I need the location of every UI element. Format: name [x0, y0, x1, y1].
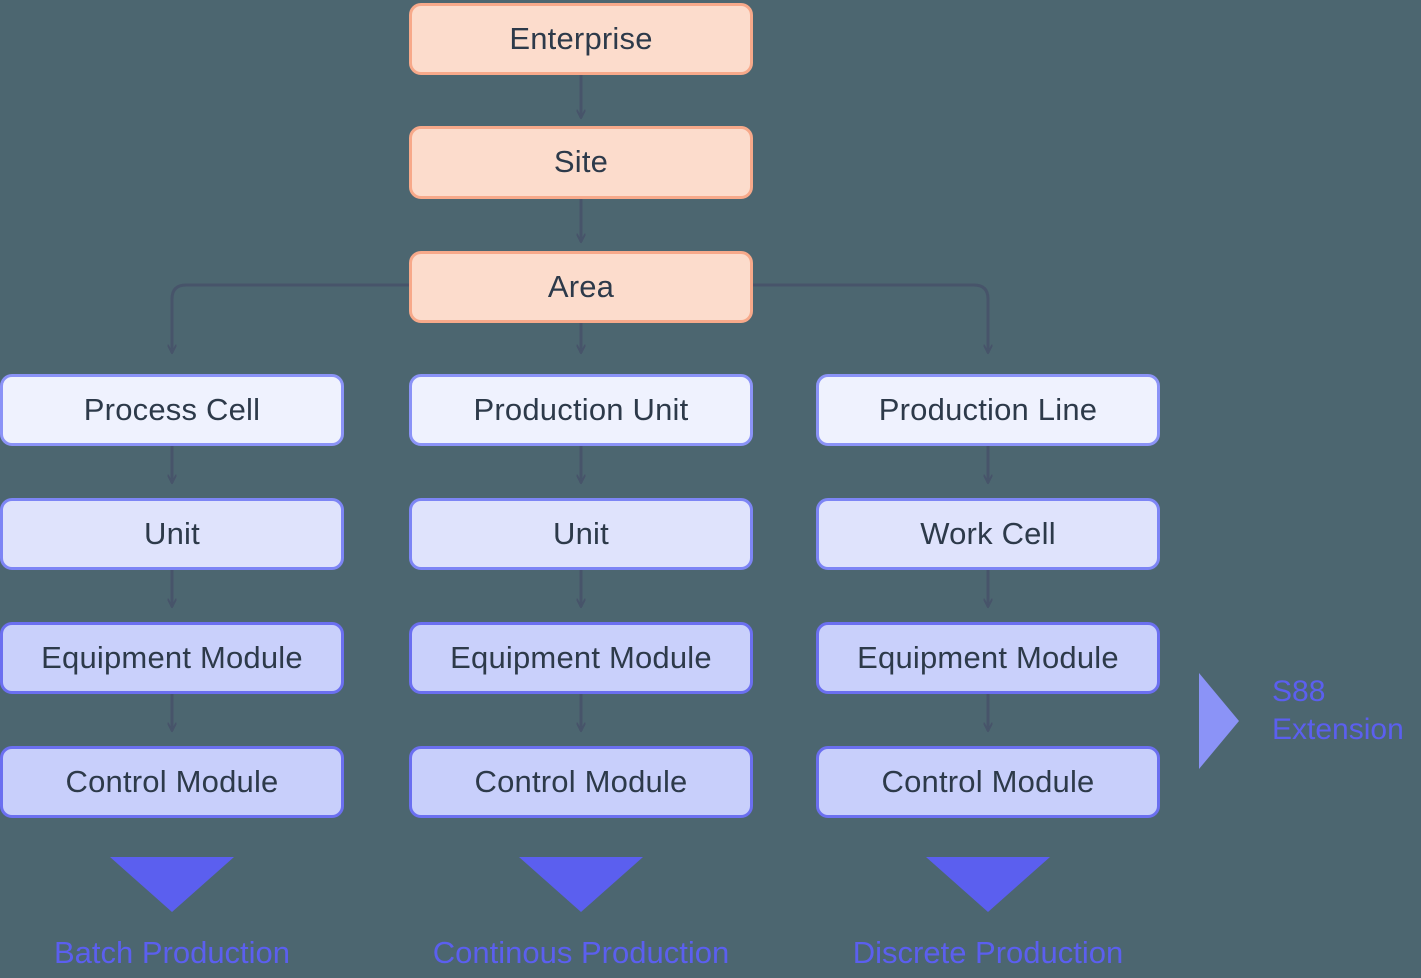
connector-area-process-cell	[172, 283, 409, 353]
node-batch-control-module-label: Control Module	[65, 763, 279, 799]
node-continuous-unit[interactable]: Unit	[409, 498, 753, 570]
node-enterprise[interactable]: Enterprise	[409, 3, 753, 75]
node-batch-control-module[interactable]: Control Module	[0, 746, 344, 818]
continuous-production-label: Continous Production	[432, 935, 730, 970]
node-enterprise-label: Enterprise	[509, 20, 653, 56]
node-continuous-control-module-label: Control Module	[474, 763, 688, 799]
node-production-line[interactable]: Production Line	[816, 374, 1160, 446]
node-continuous-control-module[interactable]: Control Module	[409, 746, 753, 818]
node-process-cell[interactable]: Process Cell	[0, 374, 344, 446]
node-continuous-equipment-module[interactable]: Equipment Module	[409, 622, 753, 694]
node-site[interactable]: Site	[409, 126, 753, 199]
continuous-production-arrow-icon	[519, 857, 643, 912]
node-batch-equipment-module[interactable]: Equipment Module	[0, 622, 344, 694]
discrete-production-arrow-icon	[926, 857, 1050, 912]
connector-area-production-line	[753, 283, 988, 353]
node-discrete-equipment-module-label: Equipment Module	[857, 639, 1119, 675]
s88-extension-arrow-icon	[1199, 673, 1239, 769]
node-batch-unit[interactable]: Unit	[0, 498, 344, 570]
node-work-cell-label: Work Cell	[920, 515, 1056, 551]
batch-production-label: Batch Production	[53, 935, 291, 970]
s88-extension-annotation: S88 Extension	[1272, 673, 1404, 750]
node-site-label: Site	[553, 144, 609, 180]
node-continuous-unit-label: Unit	[553, 515, 609, 551]
node-production-line-label: Production Line	[878, 391, 1098, 427]
discrete-production-label: Discrete Production	[852, 935, 1124, 970]
node-area-label: Area	[547, 268, 615, 304]
node-continuous-equipment-module-label: Equipment Module	[450, 639, 712, 675]
node-discrete-control-module-label: Control Module	[881, 763, 1095, 799]
node-work-cell[interactable]: Work Cell	[816, 498, 1160, 570]
node-area[interactable]: Area	[409, 251, 753, 323]
batch-production-arrow-icon	[110, 857, 234, 912]
node-production-unit-label: Production Unit	[473, 391, 689, 427]
node-batch-unit-label: Unit	[144, 515, 200, 551]
node-process-cell-label: Process Cell	[83, 391, 261, 427]
node-discrete-control-module[interactable]: Control Module	[816, 746, 1160, 818]
node-discrete-equipment-module[interactable]: Equipment Module	[816, 622, 1160, 694]
node-production-unit[interactable]: Production Unit	[409, 374, 753, 446]
node-batch-equipment-module-label: Equipment Module	[41, 639, 303, 675]
s88-extension-line-2: Extension	[1272, 713, 1404, 747]
s88-extension-line-1: S88	[1272, 675, 1326, 708]
